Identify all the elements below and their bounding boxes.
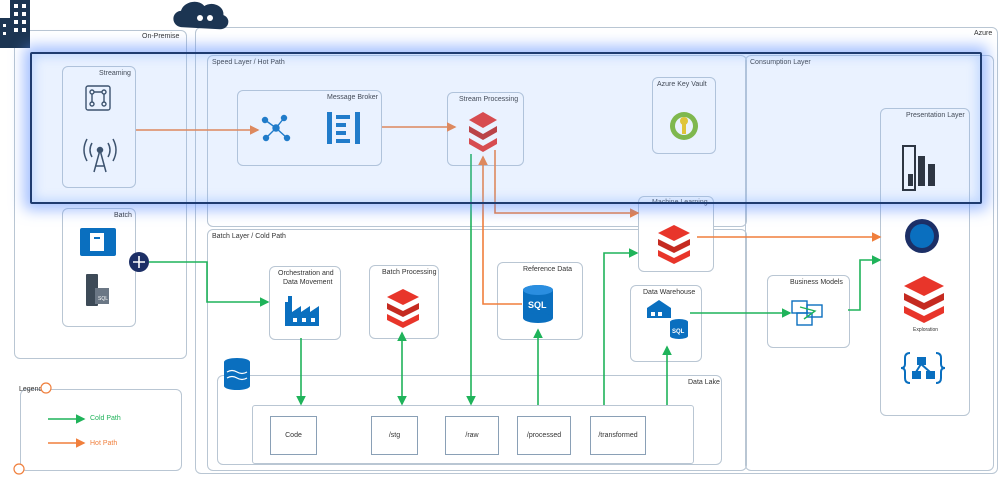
cognitive-search-icon	[905, 219, 939, 253]
sql-server-icon: SQL	[86, 274, 109, 306]
data-lake-icon	[224, 358, 250, 390]
on-premise-region	[14, 30, 187, 359]
lake-folder-code: Code	[270, 416, 317, 455]
hot-path-highlight	[30, 52, 982, 204]
power-bi-icon	[902, 145, 935, 191]
machine-learning-icon	[658, 225, 690, 264]
azure-label: Azure	[974, 30, 993, 37]
consumption-layer-region	[745, 55, 994, 471]
analysis-services-icon	[791, 300, 823, 326]
legend-hot-label: Hot Path	[90, 440, 118, 447]
wire-gateway-to-orchestration	[149, 261, 270, 307]
exploration-databricks-icon	[904, 276, 944, 323]
legend-box	[20, 389, 182, 471]
reference-data-label: Reference Data	[523, 266, 573, 273]
batch-layer-label: Batch Layer / Cold Path	[212, 233, 286, 240]
business-models-card	[767, 275, 850, 348]
api-management-icon	[900, 352, 946, 384]
legend-bottom-dot	[13, 463, 25, 475]
lake-folder-stg: /stg	[371, 416, 418, 455]
hot-path-lines	[136, 122, 882, 305]
azure-key-vault-label: Azure Key Vault	[657, 81, 707, 88]
lake-folder-transformed: /transformed	[590, 416, 646, 455]
wire-models-to-presentation	[848, 255, 882, 311]
sql-database-icon: SQL	[523, 285, 553, 323]
batch-card	[62, 208, 136, 327]
batch-layer-region	[207, 229, 747, 471]
svg-text:SQL: SQL	[672, 329, 685, 335]
batch-processing-label: Batch Processing	[382, 269, 437, 276]
orchestration-label-2: Data Movement	[283, 279, 333, 286]
key-vault-icon	[670, 112, 698, 140]
exploration-label: Exploration	[913, 327, 939, 333]
wire-reference-to-stream	[478, 155, 522, 305]
stream-processing-label: Stream Processing	[459, 96, 519, 103]
cold-path-lines	[149, 154, 882, 406]
lake-folder-raw: /raw	[445, 416, 499, 455]
orchestration-label-1: Orchestration and	[278, 270, 334, 277]
gateway-icon	[129, 252, 149, 272]
streaming-label: Streaming	[99, 70, 131, 77]
cloud-icon	[173, 1, 229, 30]
building-icon	[0, 0, 30, 48]
iot-hub-icon	[85, 85, 111, 111]
presentation-layer-label: Presentation Layer	[906, 112, 965, 119]
legend-top-dot	[40, 382, 52, 394]
antenna-icon	[83, 138, 117, 173]
stream-processing-icon	[469, 112, 497, 152]
data-warehouse-icon: SQL	[647, 300, 688, 339]
on-premise-label: On-Premise	[142, 33, 180, 40]
event-grid-icon	[261, 114, 291, 142]
svg-text:SQL: SQL	[98, 296, 108, 302]
data-warehouse-label: Data Warehouse	[643, 289, 696, 296]
file-transfer-icon	[80, 228, 116, 256]
speed-layer-label: Speed Layer / Hot Path	[212, 59, 285, 66]
orchestration-card	[269, 266, 341, 340]
message-broker-label: Message Broker	[327, 94, 378, 101]
event-hubs-icon	[327, 112, 360, 144]
legend-title: Legend	[19, 386, 43, 393]
data-factory-icon	[285, 296, 319, 326]
azure-region	[195, 27, 998, 474]
speed-layer-region	[207, 55, 747, 227]
wire-stream-to-ml	[494, 150, 640, 218]
lake-folder-processed: /processed	[517, 416, 571, 455]
batch-processing-icon	[387, 289, 419, 328]
consumption-layer-label: Consumption Layer	[750, 59, 811, 66]
svg-text:SQL: SQL	[528, 300, 547, 310]
stream-processing-card	[447, 92, 524, 166]
batch-label: Batch	[114, 212, 132, 219]
data-lake-label: Data Lake	[688, 379, 720, 386]
wire-transformed-to-ml	[603, 248, 639, 405]
business-models-label: Business Models	[790, 279, 843, 286]
legend-cold-label: Cold Path	[90, 415, 121, 422]
